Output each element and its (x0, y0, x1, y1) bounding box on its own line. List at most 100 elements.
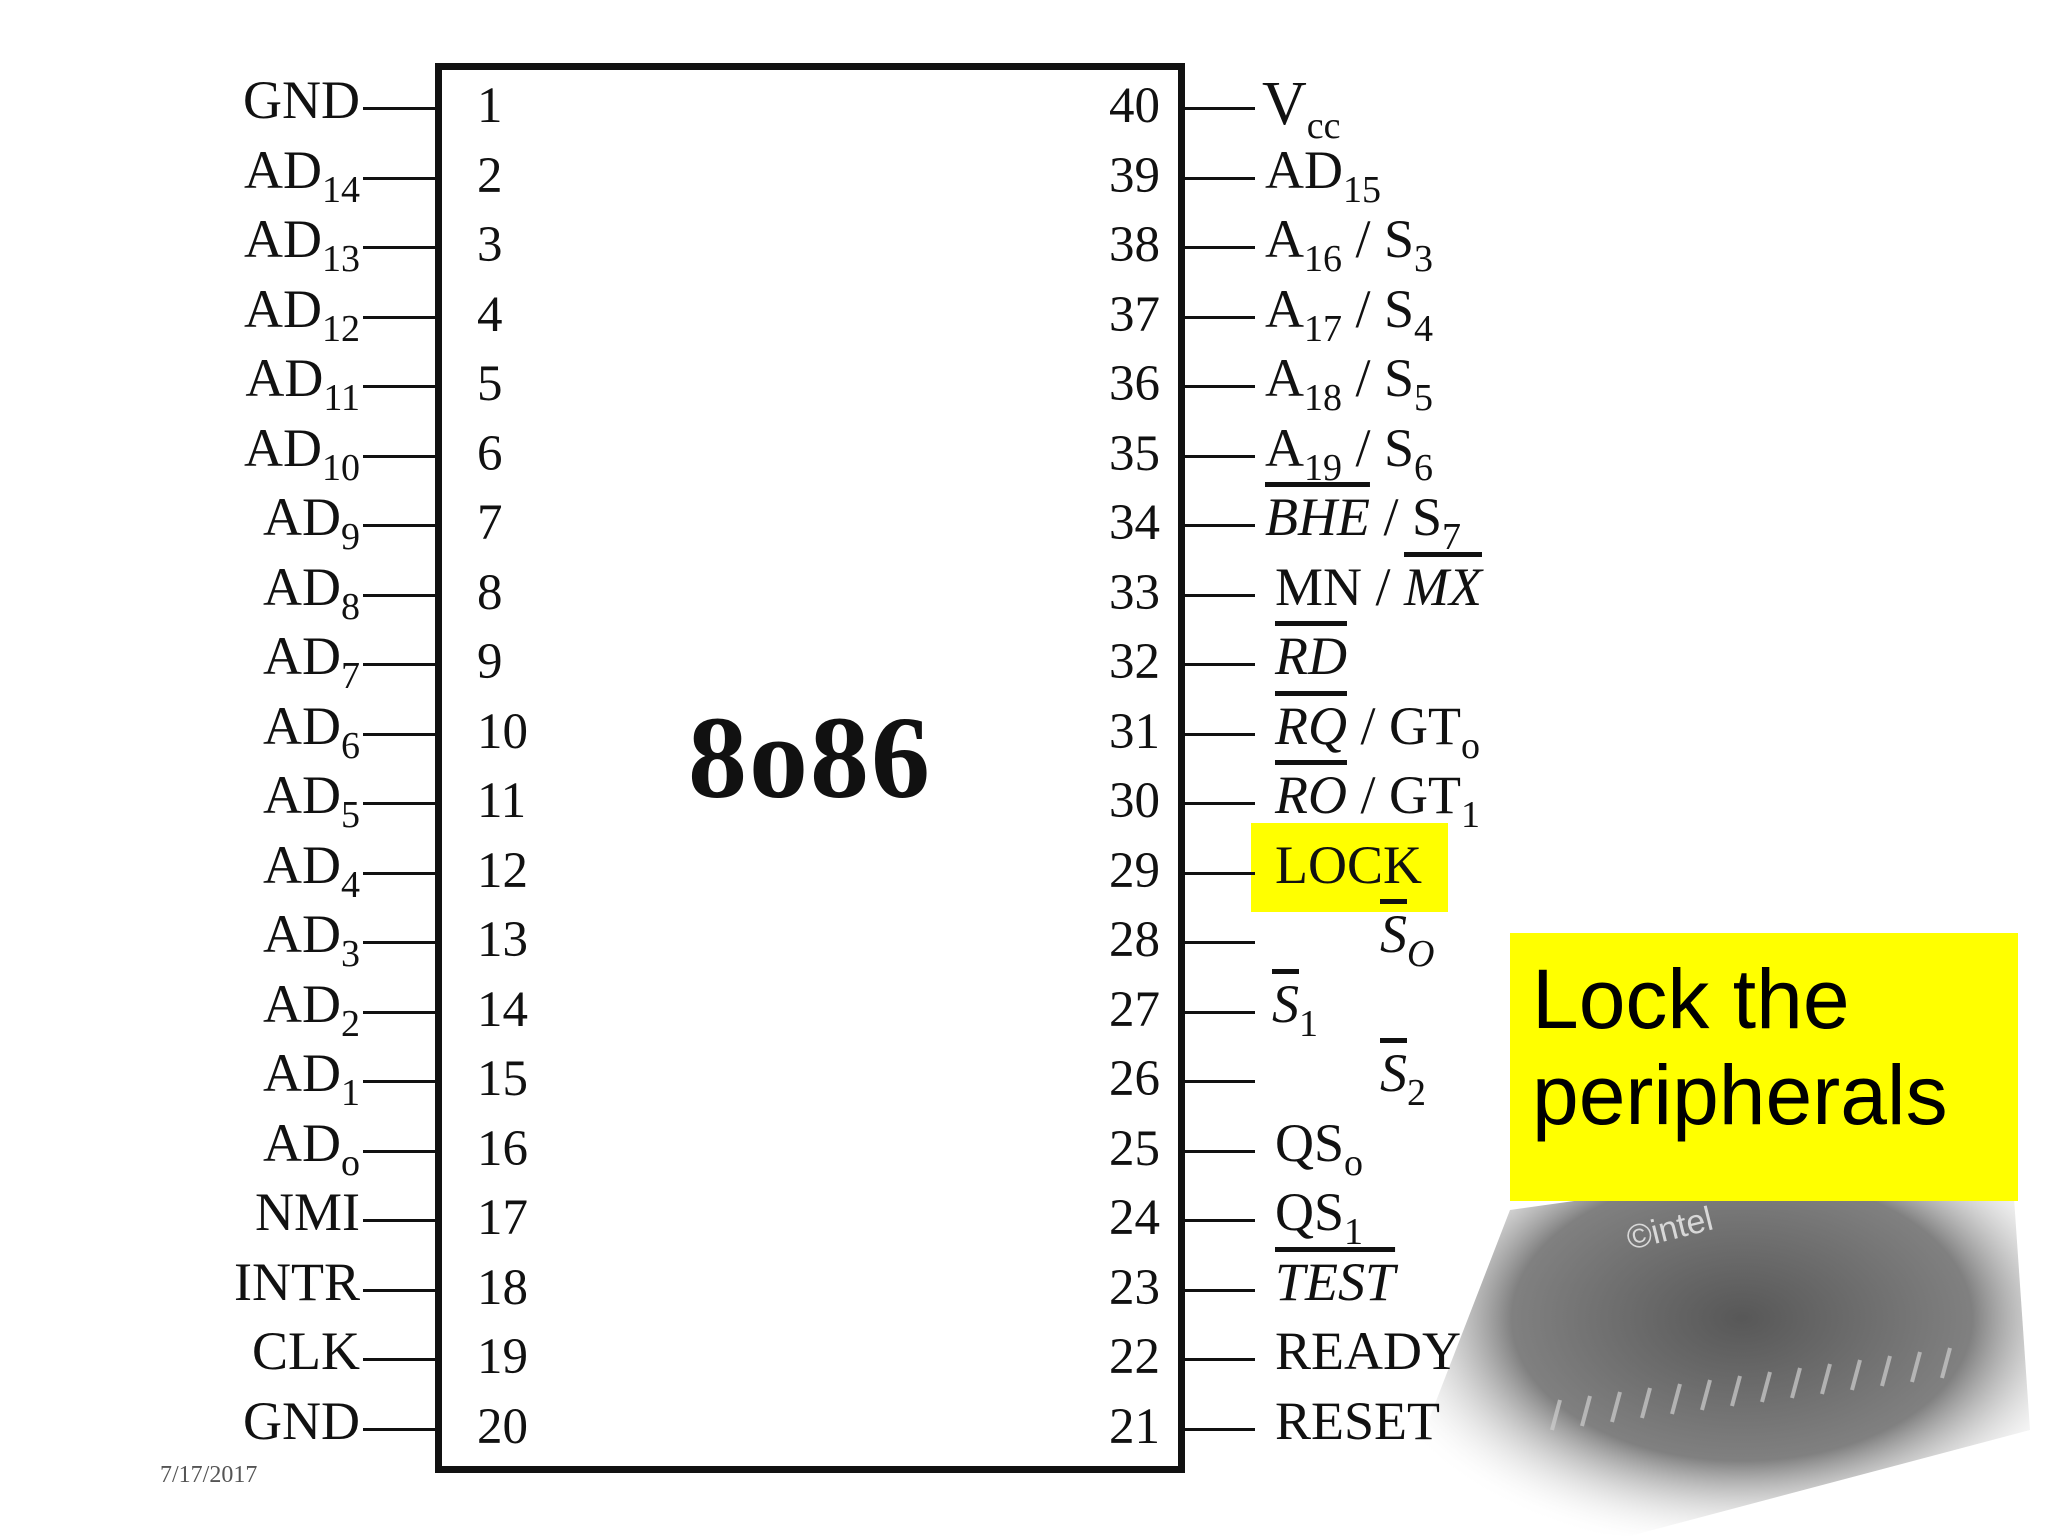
pin-signal-right: QSo (1275, 1112, 1363, 1182)
pin-signal-right: A16 / S3 (1265, 209, 1433, 278)
signal-subscript: 19 (1304, 446, 1342, 489)
pin-lead-left (363, 246, 435, 249)
pin-lead-left (363, 663, 435, 666)
signal-name: S (1272, 973, 1299, 1034)
signal-name: AD (263, 695, 341, 756)
signal-name: V (1262, 70, 1307, 138)
pin-lead-right (1185, 524, 1255, 527)
signal-name: CLK (252, 1321, 360, 1381)
pin-lead-right (1185, 246, 1255, 249)
pin-number-right: 28 (1109, 912, 1160, 968)
signal-name: MX (1404, 556, 1482, 617)
signal-name: AD (263, 834, 341, 895)
pin-signal-right: S2 (1380, 1043, 1426, 1112)
signal-subscript: 13 (322, 238, 360, 280)
signal-subscript: 4 (1414, 307, 1434, 350)
pin-signal-left: GND (243, 73, 360, 127)
pin-signal-left: NMI (255, 1185, 360, 1239)
pin-number-left: 10 (477, 703, 528, 760)
pin-number-right: 37 (1109, 286, 1160, 343)
chip-name: 8o86 (688, 692, 932, 823)
signal-subscript: 1 (1344, 1211, 1364, 1253)
pin-lead-right (1185, 663, 1255, 666)
signal-subscript: 8 (341, 585, 360, 628)
pin-signal-right: SO (1380, 904, 1434, 973)
signal-subscript: 18 (1304, 377, 1342, 419)
pin-number-right: 36 (1109, 356, 1160, 412)
pin-signal-left: AD13 (244, 212, 360, 278)
chip-photo: ©intel (1390, 1140, 2030, 1536)
pin-number-left: 15 (477, 1051, 528, 1107)
pin-lead-left (363, 593, 435, 597)
pin-lead-left (363, 941, 435, 944)
pin-lead-left (363, 107, 435, 110)
signal-name: READY (1275, 1321, 1461, 1381)
pin-number-right: 34 (1109, 495, 1160, 551)
signal-name: S (1380, 904, 1407, 964)
signal-subscript: 1 (1460, 794, 1480, 836)
pin-lead-left (363, 454, 435, 458)
signal-name: AD (263, 487, 341, 547)
signal-name: AD (263, 556, 341, 617)
pin-number-left: 17 (477, 1190, 528, 1246)
pin-signal-left: AD4 (263, 834, 360, 904)
signal-name: AD (244, 139, 322, 200)
pin-lead-right (1185, 1358, 1255, 1361)
pin-number-right: 23 (1109, 1259, 1160, 1316)
signal-subscript: 12 (322, 307, 360, 350)
pin-signal-right: LOCK (1275, 838, 1422, 892)
pin-number-left: 2 (477, 147, 503, 204)
signal-name: A (1265, 209, 1304, 269)
signal-subscript: 11 (323, 377, 360, 419)
signal-name: A (1265, 417, 1304, 478)
pin-lead-right (1185, 941, 1255, 944)
pin-number-right: 31 (1109, 703, 1160, 760)
pin-lead-left (363, 1010, 435, 1014)
pin-lead-left (363, 1427, 435, 1431)
signal-name: QS (1275, 1182, 1345, 1242)
signal-subscript: o (341, 1141, 360, 1184)
pin-signal-left: AD12 (244, 282, 360, 348)
signal-subscript: o (1344, 1141, 1364, 1184)
signal-name: GND (243, 1390, 360, 1451)
pin-signal-left: AD9 (263, 487, 360, 556)
pin-number-right: 38 (1109, 217, 1160, 273)
chip-package (435, 63, 1185, 1473)
signal-subscript: cc (1306, 105, 1341, 147)
signal-name: RD (1275, 626, 1347, 686)
signal-subscript: 3 (1414, 238, 1434, 280)
signal-subscript: 6 (341, 724, 360, 767)
pin-number-left: 19 (477, 1329, 528, 1385)
pin-number-left: 14 (477, 981, 528, 1038)
pin-lead-right (1185, 176, 1255, 180)
pin-lead-left (363, 524, 435, 527)
callout-line-1: Lock the (1532, 952, 1850, 1046)
signal-name: S (1380, 1043, 1407, 1103)
pin-number-right: 21 (1109, 1398, 1160, 1455)
signal-name: QS (1275, 1112, 1345, 1173)
pin-signal-left: INTR (234, 1255, 360, 1309)
signal-name: AD (263, 626, 341, 686)
pin-signal-left: AD1 (263, 1046, 360, 1112)
pin-number-left: 7 (477, 495, 503, 551)
pin-signal-left: AD7 (263, 626, 360, 695)
pin-lead-right (1185, 1080, 1255, 1083)
signal-name: RO (1275, 765, 1347, 825)
signal-name: AD (1265, 139, 1343, 200)
pin-signal-right: S1 (1272, 973, 1318, 1043)
pin-signal-right: AD15 (1265, 139, 1381, 209)
signal-subscript: 5 (341, 794, 360, 836)
pin-number-right: 24 (1109, 1190, 1160, 1246)
callout-line-2: peripherals (1532, 1048, 1948, 1142)
pin-signal-right: A18 / S5 (1265, 351, 1433, 417)
pin-number-right: 25 (1109, 1120, 1160, 1177)
signal-subscript: 5 (1414, 377, 1434, 419)
signal-name: / GT (1346, 765, 1461, 825)
pin-number-left: 5 (477, 356, 503, 412)
pin-lead-right (1185, 593, 1255, 597)
signal-subscript: 14 (322, 168, 360, 211)
signal-name: BHE (1265, 487, 1370, 547)
pin-signal-left: AD11 (245, 351, 360, 417)
pin-signal-left: AD6 (263, 695, 360, 765)
signal-name: / S (1342, 209, 1415, 269)
